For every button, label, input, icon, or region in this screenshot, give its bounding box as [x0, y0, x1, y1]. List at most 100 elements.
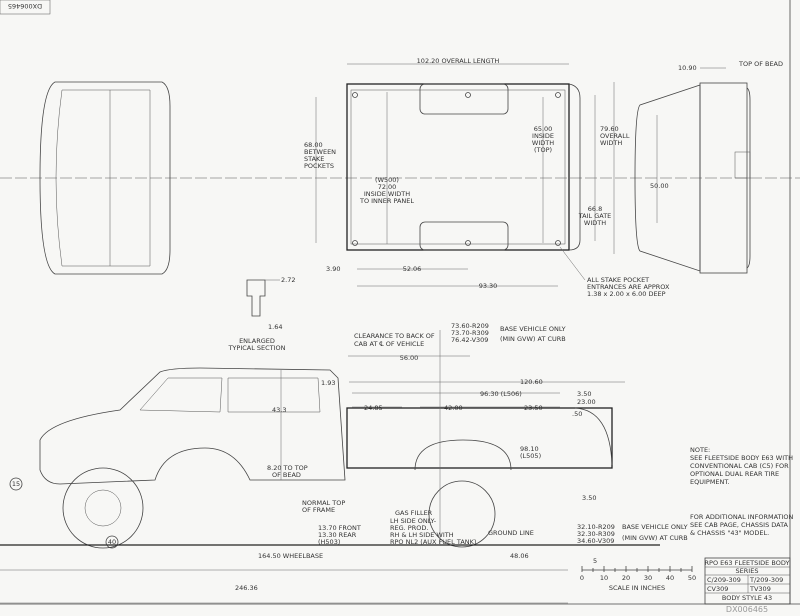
dim-3-90: 3.90: [326, 265, 340, 273]
drawing-label: (MIN GVW) AT CURB: [622, 534, 688, 542]
dim-10-90: 10.90: [678, 64, 697, 72]
drawing-label: 30: [644, 574, 652, 582]
drawing-label: 32.30-R309: [577, 530, 615, 538]
bed-top-view: [315, 63, 615, 287]
drawing-label: & CHASSIS "43" MODEL.: [690, 529, 769, 537]
drawing-label: 32.10-R209: [577, 523, 615, 531]
drawing-label: BASE VEHICLE ONLY: [500, 325, 566, 333]
drawing-label: WIDTH: [600, 139, 622, 147]
overall-length-label: 102.20 OVERALL LENGTH: [417, 57, 500, 65]
drawing-label: 34.60-V309: [577, 537, 614, 545]
dim-3-50-top: 3.50: [577, 390, 591, 398]
circle-callout-40: 40: [105, 535, 119, 549]
drawing-label: GAS FILLER: [395, 509, 433, 517]
drawing-label: 79.60: [600, 125, 619, 133]
drawing-label: CONVENTIONAL CAB (C5) FOR: [690, 462, 789, 470]
dim-48-06: 48.06: [510, 552, 529, 560]
side-dimension-lines: [0, 330, 625, 604]
top-of-bead-dim: 8.20 TO TOP: [267, 464, 308, 472]
drawing-stamp: DX006465: [0, 0, 51, 15]
drawing-label: (H503): [318, 538, 340, 546]
drawing-label: 40: [108, 538, 116, 546]
front-rear-heights: 13.70 FRONT 13.30 REAR (H503): [318, 524, 361, 546]
drawing-label: 0: [580, 574, 584, 582]
drawing-label: BETWEEN: [304, 148, 336, 156]
drawing-label: OPTIONAL DUAL REAR TIRE: [690, 470, 779, 478]
stake-pocket-note: ALL STAKE POCKET ENTRANCES ARE APPROX 1.…: [587, 276, 670, 298]
drawing-label: 68.00: [304, 141, 323, 149]
drawing-label: ENTRANCES ARE APPROX: [587, 283, 670, 291]
dim-50: .50: [572, 410, 582, 418]
drawing-label: 73.70-R309: [451, 329, 489, 337]
drawing-label: INSIDE: [532, 132, 554, 140]
drawing-label: 50: [688, 574, 696, 582]
dim-42-00: 42.00: [444, 404, 463, 412]
drawing-label: 5: [593, 557, 597, 565]
dim-246-36: 246.36: [235, 584, 258, 592]
drawing-label: 72.00: [378, 183, 397, 191]
drawing-label: INSIDE WIDTH: [364, 190, 410, 198]
drawing-label: 20: [622, 574, 630, 582]
drawing-label: TAIL GATE: [578, 212, 612, 220]
drawing-label: 40: [666, 574, 674, 582]
inside-width-top-label: 65.00 INSIDE WIDTH (TOP): [532, 125, 554, 154]
drawing-label: EQUIPMENT.: [690, 478, 730, 486]
drawing-label: POCKETS: [304, 162, 334, 170]
drawing-label: ALL STAKE POCKET: [587, 276, 649, 284]
ground-clearance-values: 32.10-R209 32.30-R309 34.60-V309 BASE VE…: [577, 523, 688, 545]
drawing-label: FOR ADDITIONAL INFORMATION: [690, 513, 794, 521]
ground-line-label: GROUND LINE: [488, 529, 534, 537]
overall-width-label: 79.60 OVERALL WIDTH: [600, 125, 630, 147]
drawing-label: LH SIDE ONLY-: [390, 517, 437, 525]
top-of-bead-label: TOP OF BEAD: [738, 60, 783, 68]
tail-gate-width-label: 66.8 TAIL GATE WIDTH: [578, 205, 612, 227]
dim-96-30: 96.30 (L506): [480, 390, 522, 398]
dim-52-06: 52.06: [403, 265, 422, 273]
drawing-label: CAB AT ℄ OF VEHICLE: [354, 340, 424, 348]
drawing-label: WIDTH: [584, 219, 606, 227]
dim-23-00: 23.00: [577, 398, 596, 406]
drawing-label: 15: [12, 480, 20, 488]
dim-93-30: 93.30: [479, 282, 498, 290]
dim-3-50-low: 3.50: [582, 494, 596, 502]
dim-1-64: 1.64: [268, 323, 282, 331]
inside-width-inner-label: (W500) 72.00 INSIDE WIDTH TO INNER PANEL: [359, 176, 414, 205]
cab-top-view: [39, 81, 171, 275]
dim-23-50: 23.50: [524, 404, 543, 412]
height-values: 73.60-R209 73.70-R309 76.42-V309 BASE VE…: [451, 322, 566, 344]
drawing-label: OVERALL: [600, 132, 630, 140]
drawing-label: RPO E63 FLEETSIDE BODY: [705, 559, 790, 567]
drawing-label: RPO NL2 (AUX FUEL TANK): [390, 538, 476, 546]
drawing-label: 76.42-V309: [451, 336, 488, 344]
clearance-note: CLEARANCE TO BACK OF CAB AT ℄ OF VEHICLE: [354, 332, 435, 348]
drawing-label: WIDTH: [532, 139, 554, 147]
drawing-label: RH & LH SIDE WITH: [390, 531, 454, 539]
drawing-label: (W500): [375, 176, 399, 184]
dim-43-3: 43.3: [272, 406, 286, 414]
note-dual-rear-tire: NOTE: SEE FLEETSIDE BODY E63 WITH CONVEN…: [690, 446, 793, 486]
between-stake-pockets-label: 68.00 BETWEEN STAKE POCKETS: [304, 141, 336, 170]
drawing-label: CV309: [707, 585, 728, 593]
drawing-label: T/209-309: [749, 576, 783, 584]
wheelbase-label: 164.50 WHEELBASE: [258, 552, 323, 560]
drawing-label: C/209-309: [707, 576, 741, 584]
drawing-label: 10: [600, 574, 608, 582]
dim-56-00: 56.00: [400, 354, 419, 362]
drawing-label: SCALE IN INCHES: [609, 584, 665, 592]
drawing-label: SEE CAB PAGE, CHASSIS DATA: [690, 521, 789, 529]
drawing-label: BASE VEHICLE ONLY: [622, 523, 688, 531]
top-of-bead-dim: OF BEAD: [272, 471, 301, 479]
drawing-label: STAKE: [304, 155, 324, 163]
truck-side-view: [0, 367, 660, 549]
drawing-label: CLEARANCE TO BACK OF: [354, 332, 435, 340]
normal-top-frame-label: NORMAL TOP: [302, 499, 345, 507]
drawing-label: NOTE:: [690, 446, 710, 454]
bed-rear-view: [634, 67, 751, 274]
dim-98-10: 98.10: [520, 445, 539, 453]
drawing-label: SEE FLEETSIDE BODY E63 WITH: [690, 454, 793, 462]
title-block: RPO E63 FLEETSIDE BODY SERIES C/209-309 …: [705, 557, 791, 614]
section-label: ENLARGED: [239, 337, 275, 345]
note-additional-info: FOR ADDITIONAL INFORMATION SEE CAB PAGE,…: [690, 513, 794, 537]
enlarged-section: [246, 279, 280, 317]
